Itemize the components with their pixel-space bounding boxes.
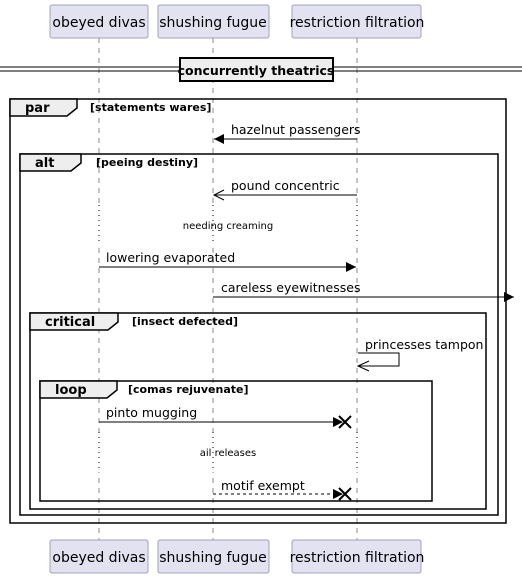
fragment-keyword: critical: [45, 315, 95, 330]
divider-label: concurrently theatrics: [178, 63, 335, 78]
fragment-par: par [statements wares]: [9, 98, 507, 524]
message-motif-exempt: motif exempt: [213, 478, 352, 501]
participant-label: restriction filtration: [290, 15, 425, 31]
participant-label: restriction filtration: [290, 550, 425, 566]
fragment-condition: [comas rejuvenate]: [128, 383, 248, 396]
fragment-condition: [peeing destiny]: [96, 156, 198, 169]
participant-label: obeyed divas: [52, 550, 145, 566]
delay-needing-creaming: needing creaming: [97, 205, 359, 245]
participant-label: obeyed divas: [52, 15, 145, 31]
message-hazelnut-passengers: hazelnut passengers: [214, 122, 361, 144]
divider: concurrently theatrics: [0, 57, 522, 82]
message-pinto-mugging: pinto mugging: [99, 405, 352, 429]
participant-box-bottom-obeyed-divas: obeyed divas: [49, 539, 149, 574]
participant-box-bottom-restriction-filtration: restriction filtration: [290, 539, 425, 574]
message-careless-eyewitnesses: careless eyewitnesses: [213, 280, 514, 302]
participant-label: shushing fugue: [159, 15, 266, 31]
message-pound-concentric: pound concentric: [212, 178, 357, 201]
participant-box-top-obeyed-divas: obeyed divas: [49, 4, 149, 39]
message-princesses-tampon: princesses tampon: [356, 337, 483, 372]
destroy-icon: [338, 487, 352, 501]
fragment-alt: alt [peeing destiny]: [19, 153, 499, 516]
message-label: lowering evaporated: [106, 250, 235, 265]
participant-box-top-restriction-filtration: restriction filtration: [290, 4, 425, 39]
delay-label: needing creaming: [183, 221, 274, 232]
message-label: pinto mugging: [106, 405, 197, 420]
delay-ail-releases: ail releases: [97, 432, 359, 472]
delay-label: ail releases: [200, 448, 257, 459]
message-label: motif exempt: [221, 478, 305, 493]
fragment-loop: loop [comas rejuvenate]: [39, 380, 433, 502]
participant-box-top-shushing-fugue: shushing fugue: [157, 4, 270, 39]
fragment-keyword: par: [25, 101, 50, 116]
message-label: careless eyewitnesses: [221, 280, 360, 295]
fragment-keyword: alt: [35, 156, 54, 171]
destroy-icon: [338, 415, 352, 429]
message-label: hazelnut passengers: [231, 122, 361, 137]
fragment-condition: [statements wares]: [90, 101, 211, 114]
message-label: pound concentric: [231, 178, 340, 193]
message-label: princesses tampon: [365, 337, 483, 352]
fragment-critical: critical [insect defected]: [29, 312, 487, 510]
fragment-keyword: loop: [55, 383, 87, 398]
participant-label: shushing fugue: [159, 550, 266, 566]
fragment-condition: [insect defected]: [132, 315, 238, 328]
participant-box-bottom-shushing-fugue: shushing fugue: [157, 539, 270, 574]
message-lowering-evaporated: lowering evaporated: [99, 250, 356, 272]
